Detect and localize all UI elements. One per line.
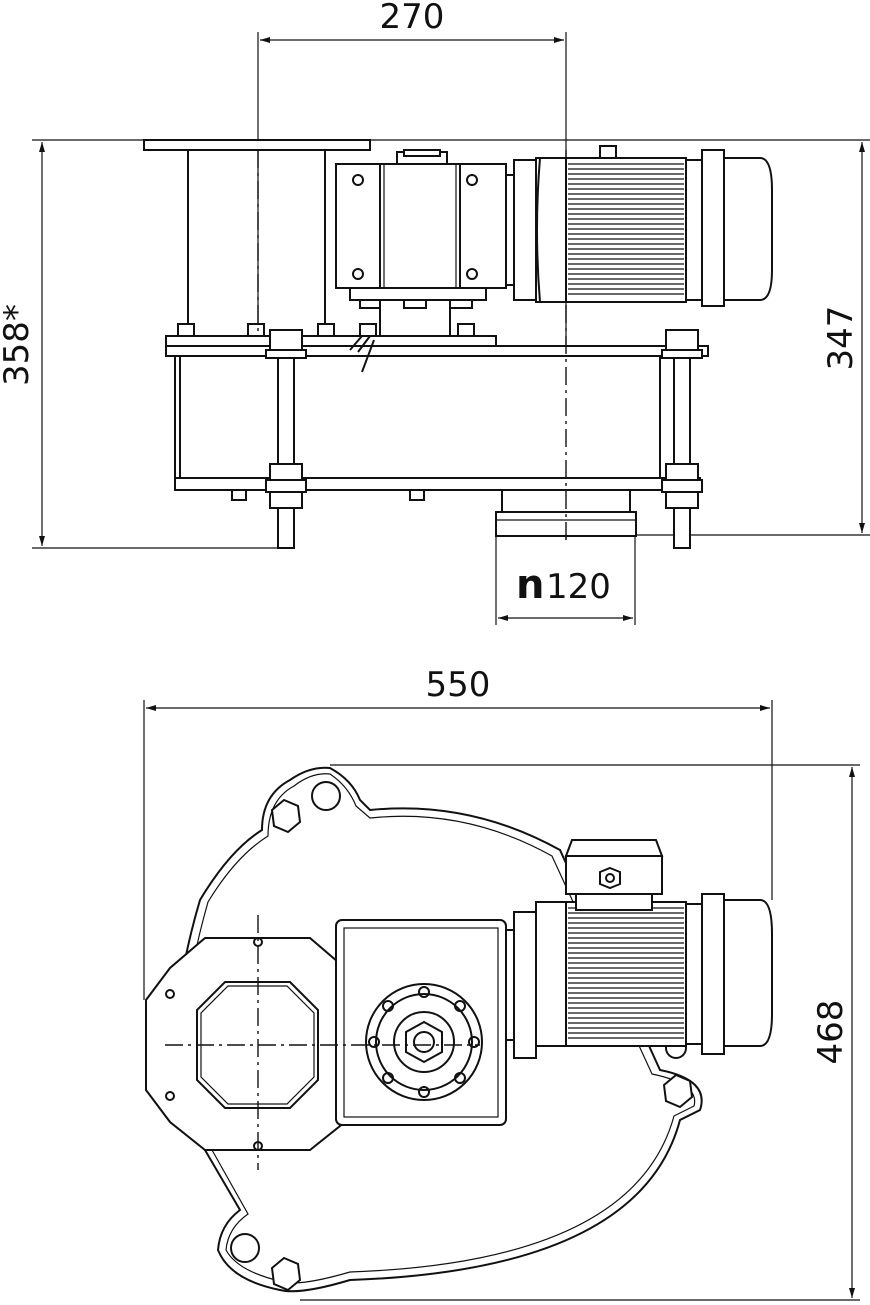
side-view: 270 358* 347 n 120 xyxy=(0,0,870,625)
motor-plan xyxy=(505,839,773,1059)
dim-label-120: 120 xyxy=(546,567,611,607)
dimension-plan-height: 468 xyxy=(300,764,860,1301)
gearbox-plan xyxy=(335,919,507,1126)
dimension-overall-height: 358* xyxy=(0,139,370,549)
threaded-rod-left xyxy=(265,329,307,549)
dimension-top-width: 270 xyxy=(257,0,567,540)
dimension-plan-width: 550 xyxy=(143,665,773,1000)
gearbox-side xyxy=(335,149,507,337)
dimension-right-height: 347 xyxy=(370,139,870,536)
motor-fins-side xyxy=(568,163,684,295)
top-flange-column xyxy=(143,139,371,330)
diameter-symbol: n xyxy=(516,562,544,608)
base-body-side xyxy=(165,323,709,537)
threaded-rod-right xyxy=(661,329,703,549)
motor-side xyxy=(505,145,773,307)
plan-view: 550 468 xyxy=(143,665,860,1301)
dimension-outlet-diameter: n 120 xyxy=(495,520,636,625)
base-plate-outline xyxy=(175,766,703,1293)
dim-label-347: 347 xyxy=(821,306,861,371)
dim-label-550: 550 xyxy=(426,665,491,705)
dim-label-468: 468 xyxy=(811,1000,851,1065)
dim-label-358: 358* xyxy=(0,304,37,386)
motor-fins-plan xyxy=(568,907,684,1039)
dim-label-270: 270 xyxy=(380,0,445,37)
